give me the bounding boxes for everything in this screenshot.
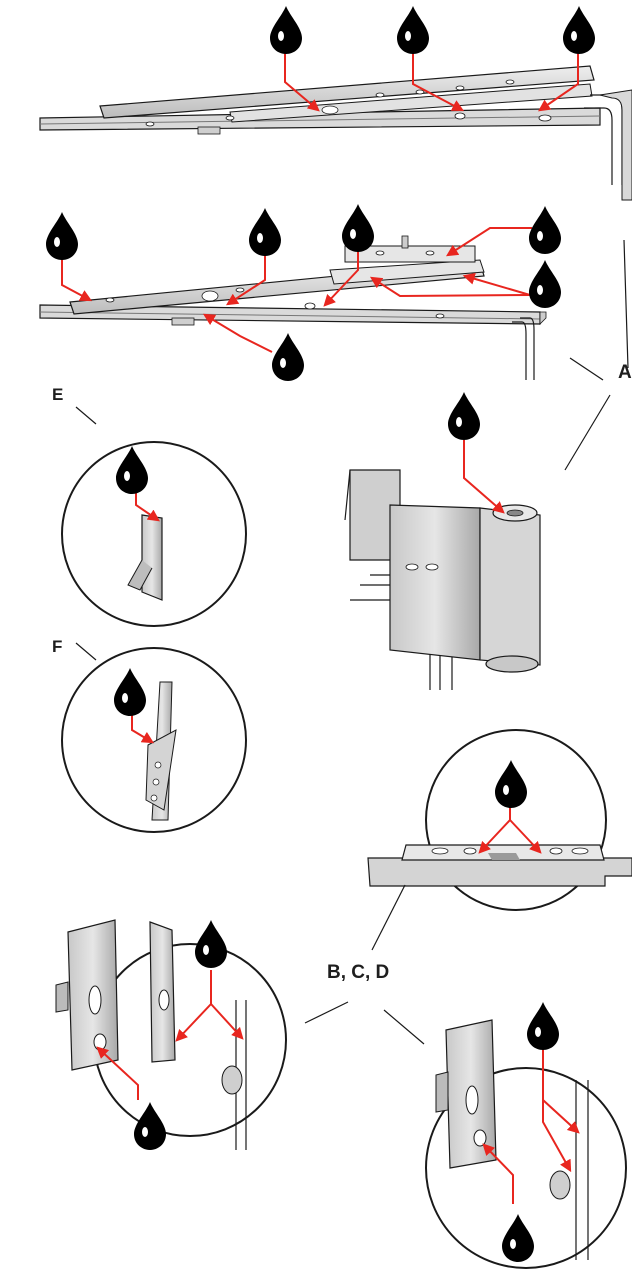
oil-drop-icon bbox=[342, 204, 374, 252]
oil-drop-icon bbox=[448, 392, 480, 440]
oil-drop-icon bbox=[46, 212, 78, 260]
oil-drop-icon bbox=[529, 260, 561, 308]
detail-bottom-left-circle bbox=[55, 919, 287, 1150]
oil-drop-icon bbox=[529, 206, 561, 254]
oil-drop-icon bbox=[563, 6, 595, 54]
detail-f-circle bbox=[61, 647, 247, 833]
detail-keep-circle bbox=[367, 729, 632, 911]
oil-drop-icon bbox=[272, 333, 304, 381]
oil-drop-icon bbox=[397, 6, 429, 54]
label-bcd: B, C, D bbox=[327, 962, 389, 983]
middle-espagnolette-assembly bbox=[39, 235, 547, 380]
oil-drop-icon bbox=[270, 6, 302, 54]
detail-e-circle bbox=[61, 441, 247, 627]
label-a: A bbox=[618, 362, 632, 383]
lubrication-arrows bbox=[61, 52, 580, 1204]
leader-lines bbox=[75, 239, 629, 1045]
label-f: F bbox=[52, 637, 62, 656]
oil-drop-icon bbox=[527, 1002, 559, 1050]
detail-bottom-right-circle bbox=[425, 1019, 627, 1269]
oil-drop-icon bbox=[249, 208, 281, 256]
top-espagnolette-assembly bbox=[39, 65, 632, 201]
hinge-assembly bbox=[344, 469, 541, 690]
label-e: E bbox=[52, 385, 63, 404]
oil-drop-icon bbox=[195, 920, 227, 968]
